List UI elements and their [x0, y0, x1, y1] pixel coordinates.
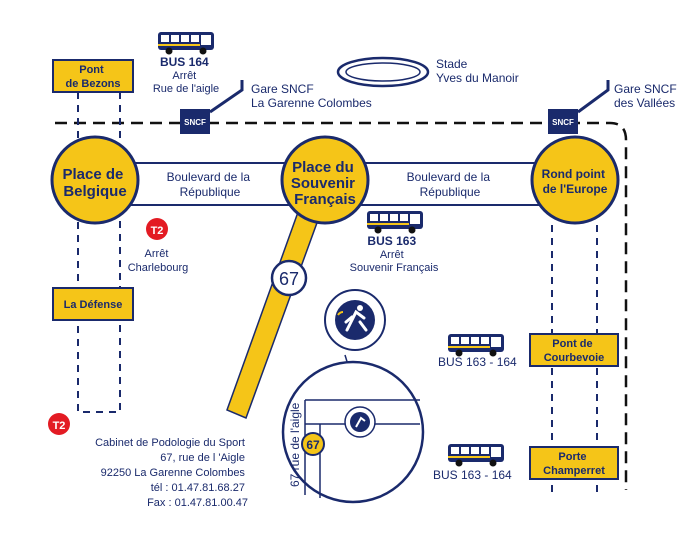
svg-text:Gare SNCF des Vallées: Gare SNCF des Vallées [614, 82, 680, 110]
tram-icon: T2 [151, 225, 164, 237]
garenne-label-1: Gare SNCF [251, 82, 314, 96]
tram-icon: T2 [53, 420, 66, 432]
bus-icon [158, 32, 214, 55]
europe-line1: Rond point [542, 167, 605, 181]
pont-de-bezons-box: Pont de Bezons [52, 59, 134, 93]
svg-text:Place de Belgique: Place de Belgique [62, 166, 127, 200]
svg-text:Pont de Courbevoie: Pont de Courbevoie [544, 338, 605, 364]
porte-champerret-box: Porte Champerret [529, 446, 619, 480]
place-souvenir-line2: Souvenir [291, 175, 355, 192]
vallees-label-2: des Vallées [614, 96, 675, 110]
svg-text:67: 67 [279, 269, 299, 289]
svg-text:Pont de Bezons: Pont de Bezons [65, 64, 120, 90]
bus-icon [448, 334, 504, 357]
sncf-icon: SNCF [184, 118, 206, 127]
vallees-label-1: Gare SNCF [614, 82, 677, 96]
la-defense-box: La Défense [52, 287, 134, 321]
pont-de-courbevoie-box: Pont de Courbevoie [529, 333, 619, 367]
svg-text:Stade Yves du Manoir: Stade Yves du Manoir [436, 57, 519, 85]
inset-street-label: 67 rue de l'aigle [288, 402, 302, 487]
svg-text:BUS 163 - 164: BUS 163 - 164 [433, 468, 512, 482]
svg-text:Rond point de l'Europe: Rond point de l'Europe [542, 167, 609, 196]
place-belgique-line1: Place de [62, 166, 123, 183]
bus-164-stop: BUS 164 Arrêt Rue de l'aigle [153, 32, 219, 95]
address-67-marker: 67 [270, 259, 308, 297]
svg-text:BUS 164 Arrêt Rue: BUS 164 Arrêt Rue de l'aigle [153, 55, 219, 95]
boulevard-left-label: Boulevard de la République [167, 170, 254, 199]
svg-text:Arrêt Charlebourg: Arrêt Charlebourg [128, 248, 189, 274]
svg-text:Porte Champerret: Porte Champerret [543, 451, 605, 477]
europe-line2: de l'Europe [543, 182, 608, 196]
place-du-souvenir-francais: Place du Souvenir Français [280, 135, 370, 225]
boulevard-right-label: Boulevard de la République [407, 170, 494, 199]
svg-text:La Défense: La Défense [64, 299, 123, 311]
sncf-vallees-station: SNCF Gare SNCF des Vallées [548, 80, 680, 134]
garenne-label-2: La Garenne Colombes [251, 96, 372, 110]
tram-t2-defense: T2 [48, 413, 70, 435]
bus-163-stop: BUS 163 Arrêt Souvenir Français [350, 211, 439, 274]
svg-text:BUS 163 Arrêt Souv: BUS 163 Arrêt Souvenir Français [350, 232, 439, 274]
cabinet-address: Cabinet de Podologie du Sport 67, rue de… [95, 437, 248, 509]
sncf-icon: SNCF [552, 118, 574, 127]
inset-67-badge: 67 [306, 438, 320, 452]
place-de-belgique: Place de Belgique [50, 135, 140, 225]
railway-line [55, 121, 628, 490]
bus-icon [448, 444, 504, 467]
tram-t2-charlebourg: T2 Arrêt Charlebourg [128, 218, 189, 274]
inset-detail-map: 67 rue de l'aigle 67 [281, 360, 425, 504]
place-souvenir-line1: Place du [292, 159, 354, 176]
place-belgique-line2: Belgique [63, 183, 126, 200]
cabinet-logo [324, 289, 386, 351]
bus-163-164-upper: BUS 163 - 164 [438, 334, 517, 369]
bus-icon [367, 211, 423, 234]
svg-text:Gare SNCF La Garenne Col: Gare SNCF La Garenne Colombes [251, 82, 372, 110]
stadium-yves-du-manoir: Stade Yves du Manoir [336, 56, 519, 88]
rond-point-de-leurope: Rond point de l'Europe [530, 135, 620, 225]
svg-text:BUS 163 - 164: BUS 163 - 164 [438, 355, 517, 369]
sncf-garenne-station: SNCF Gare SNCF La Garenne Colombes [180, 80, 372, 134]
bus-163-164-lower: BUS 163 - 164 [433, 444, 512, 482]
svg-text:Place du Souvenir: Place du Souvenir Français [291, 159, 359, 208]
place-souvenir-line3: Français [294, 191, 356, 208]
